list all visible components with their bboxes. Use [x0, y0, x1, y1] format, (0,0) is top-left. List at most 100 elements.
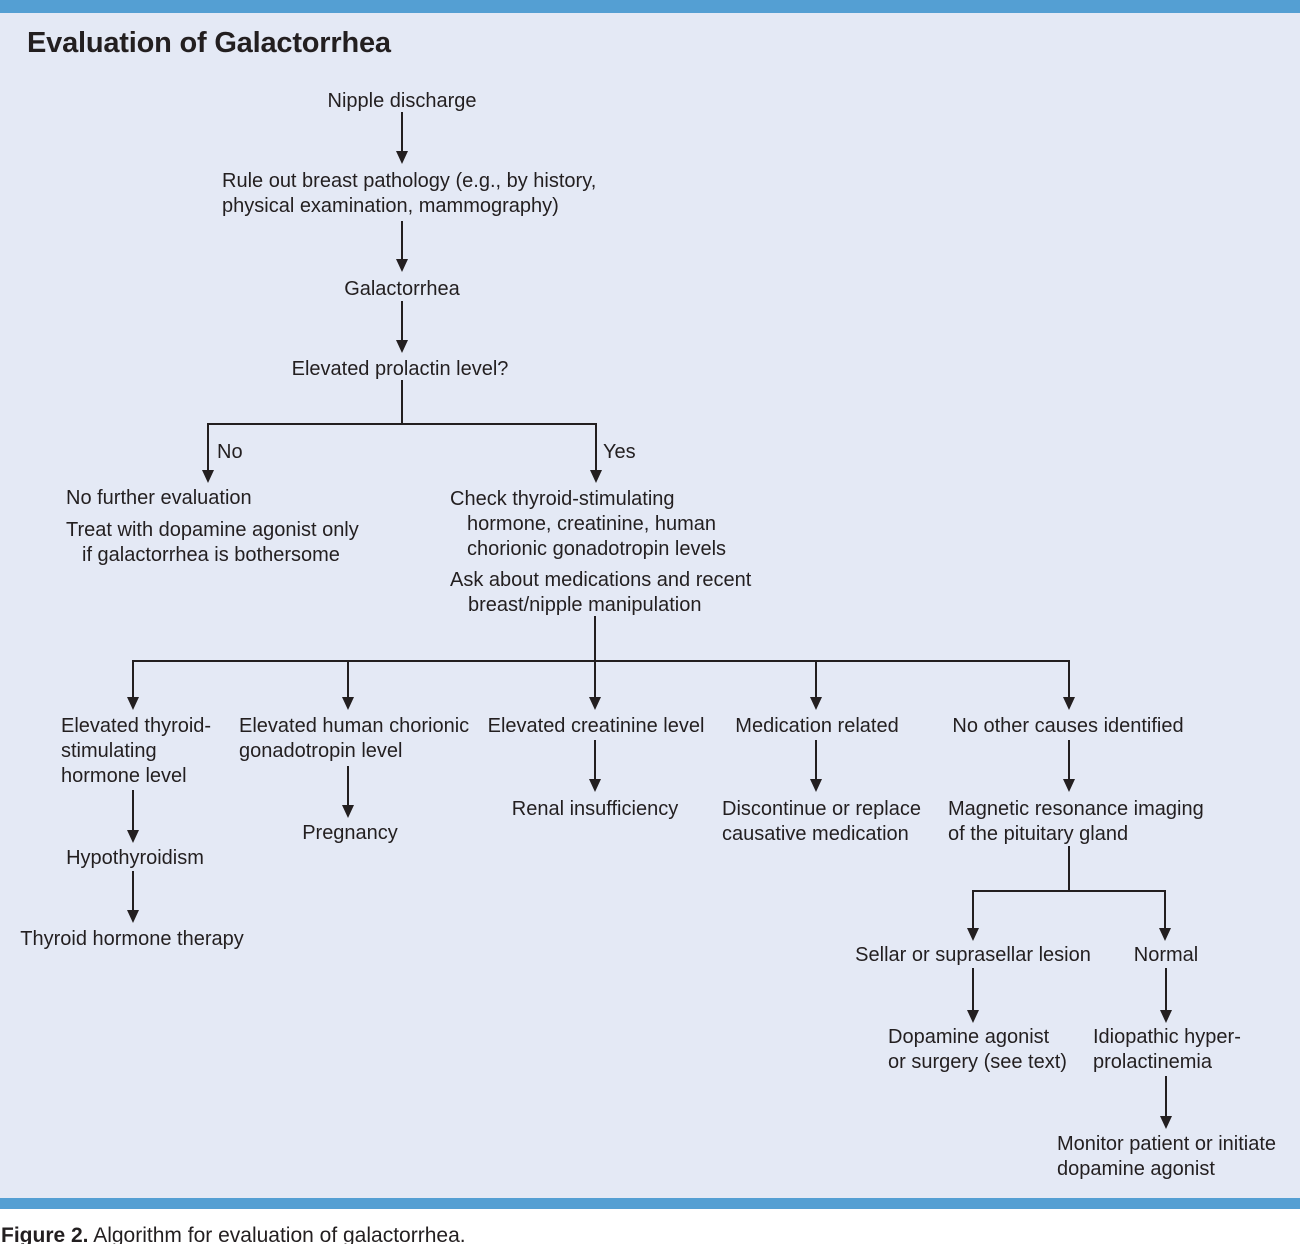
flow-arrow [1159, 891, 1171, 941]
node-elevated-creatinine: Elevated creatinine level [487, 715, 705, 737]
flow-arrow-stem [972, 968, 974, 1012]
node-nipple-discharge: Nipple discharge [327, 90, 477, 112]
flow-arrow-stem [132, 871, 134, 912]
flow-arrow-stem [815, 740, 817, 781]
node-ask-medications-line-1: Ask about medications and recent [450, 569, 752, 591]
node-pregnancy: Pregnancy [302, 822, 398, 844]
node-hypothyroidism: Hypothyroidism [66, 847, 204, 869]
node-rule-out-line-1: Rule out breast pathology (e.g., by hist… [222, 170, 597, 192]
node-medication-related: Medication related [735, 715, 899, 737]
node-elevated-tsh-line-3: hormone level [61, 765, 187, 787]
arrowhead-down-icon [342, 697, 354, 710]
arrowhead-down-icon [589, 779, 601, 792]
flow-arrow-stem [1164, 891, 1166, 930]
flow-arrow-stem [401, 301, 403, 342]
flow-arrow-stem [1165, 968, 1167, 1012]
bottom-border-bar [0, 1198, 1300, 1209]
flow-arrow-stem [815, 661, 817, 699]
node-no-other-causes: No other causes identified [952, 715, 1184, 737]
flow-arrow-stem [594, 661, 596, 699]
arrowhead-down-icon [127, 697, 139, 710]
flowchart-canvas: Evaluation of Galactorrhea Nipple discha… [0, 13, 1300, 1198]
node-elevated-tsh-line-2: stimulating [61, 740, 157, 762]
arrowhead-down-icon [127, 830, 139, 843]
flow-arrow [589, 661, 601, 710]
node-sellar-lesion: Sellar or suprasellar lesion [855, 944, 1091, 966]
flow-arrow-stem [347, 661, 349, 699]
flow-arrow [967, 968, 979, 1023]
flow-arrow [202, 424, 214, 483]
arrowhead-down-icon [396, 340, 408, 353]
flow-arrow [342, 661, 354, 710]
flow-arrow-stem [1068, 661, 1070, 699]
arrowhead-down-icon [1159, 928, 1171, 941]
flow-arrow [810, 740, 822, 792]
arrowhead-down-icon [967, 1010, 979, 1023]
flow-arrow-stem [401, 112, 403, 153]
flow-arrow [1160, 1076, 1172, 1129]
flow-arrow [1160, 968, 1172, 1023]
top-border-bar [0, 0, 1300, 13]
connector-line [401, 380, 403, 425]
node-idiopathic-line-1: Idiopathic hyper- [1093, 1026, 1241, 1048]
node-elevated-hcg-line-1: Elevated human chorionic [239, 715, 470, 737]
arrowhead-down-icon [396, 151, 408, 164]
node-discontinue-line-1: Discontinue or replace [722, 798, 921, 820]
node-normal: Normal [1133, 944, 1199, 966]
flow-arrow [1063, 661, 1075, 710]
node-ask-medications-line-2: breast/nipple manipulation [468, 594, 702, 616]
flow-arrow [396, 221, 408, 272]
flow-arrow-stem [132, 661, 134, 699]
connector-line [594, 616, 596, 662]
arrowhead-down-icon [1160, 1116, 1172, 1129]
node-mri-line-2: of the pituitary gland [948, 823, 1129, 845]
node-idiopathic-line-2: prolactinemia [1093, 1051, 1212, 1073]
flow-arrow [810, 661, 822, 710]
node-elevated-tsh-line-1: Elevated thyroid- [61, 715, 212, 737]
node-dopamine-surgery-line-2: or surgery (see text) [888, 1051, 1067, 1073]
arrowhead-down-icon [967, 928, 979, 941]
flow-arrow-stem [401, 221, 403, 261]
node-mri-line-1: Magnetic resonance imaging [948, 798, 1204, 820]
node-renal-insufficiency: Renal insufficiency [511, 798, 679, 820]
arrowhead-down-icon [589, 697, 601, 710]
node-discontinue-line-2: causative medication [722, 823, 909, 845]
flow-arrow [127, 661, 139, 710]
arrowhead-down-icon [1063, 779, 1075, 792]
arrowhead-down-icon [590, 470, 602, 483]
arrowhead-down-icon [1063, 697, 1075, 710]
flow-arrow-stem [132, 790, 134, 832]
node-monitor-line-1: Monitor patient or initiate [1057, 1133, 1277, 1155]
connector-line [1068, 846, 1070, 892]
node-rule-out-line-2: physical examination, mammography) [222, 195, 559, 217]
node-galactorrhea: Galactorrhea [344, 278, 460, 300]
flow-arrow-stem [1068, 740, 1070, 781]
node-decision-prolactin: Elevated prolactin level? [291, 358, 509, 380]
connector-line [207, 423, 597, 425]
flow-arrow [1063, 740, 1075, 792]
flow-arrow [127, 790, 139, 843]
node-monitor-line-2: dopamine agonist [1057, 1158, 1215, 1180]
branch-label-no: No [217, 441, 243, 463]
node-check-labs-line-1: Check thyroid-stimulating [450, 488, 675, 510]
figure-caption-text: Algorithm for evaluation of galactorrhea… [88, 1224, 466, 1244]
connector-line [132, 660, 1070, 662]
node-no-further-evaluation: No further evaluation [66, 487, 252, 509]
flow-arrow-stem [594, 740, 596, 781]
arrowhead-down-icon [810, 697, 822, 710]
node-treat-dopamine-line-2: if galactorrhea is bothersome [82, 544, 340, 566]
flow-arrow [342, 766, 354, 818]
flow-arrow [590, 424, 602, 483]
arrowhead-down-icon [396, 259, 408, 272]
flow-arrow [396, 301, 408, 353]
arrowhead-down-icon [342, 805, 354, 818]
node-elevated-hcg-line-2: gonadotropin level [239, 740, 403, 762]
arrowhead-down-icon [202, 470, 214, 483]
flow-arrow-stem [1165, 1076, 1167, 1118]
connector-line [972, 890, 1166, 892]
flow-arrow [396, 112, 408, 164]
flow-arrow-stem [207, 424, 209, 472]
figure-caption: Figure 2. Algorithm for evaluation of ga… [1, 1224, 466, 1244]
flow-arrow-stem [595, 424, 597, 472]
